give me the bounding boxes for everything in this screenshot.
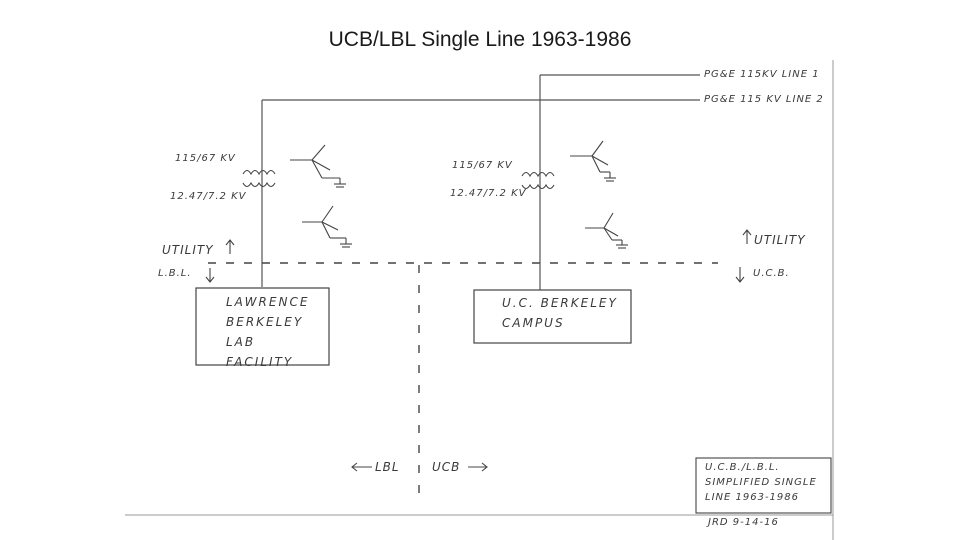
divider-arrow-left <box>351 462 372 472</box>
feeder-line-1 <box>539 74 700 100</box>
ucb-transformer-primary-rating: 115/67 KV <box>452 160 513 171</box>
feeder-line-2-label: PG&E 115 KV LINE 2 <box>704 94 824 105</box>
title-block <box>695 457 832 514</box>
ucb-ground-switch-upper <box>570 140 616 182</box>
ucb-campus-label: U.C. BERKELEY CAMPUS <box>502 296 618 330</box>
boundary-right-owner-label: U.C.B. <box>753 268 790 279</box>
lbl-transformer-primary-rating: 115/67 KV <box>175 153 236 164</box>
lbl-ground-switch-lower <box>302 205 352 248</box>
boundary-left-utility-label: UTILITY <box>162 243 214 257</box>
lbl-facility-label: LAWRENCE BERKELEY LAB FACILITY <box>226 295 310 369</box>
divider-arrow-right <box>468 462 488 472</box>
title-block-line-3: LINE 1963-1986 <box>705 492 800 503</box>
title-block-line-2: SIMPLIFIED SINGLE <box>705 477 817 488</box>
lbl-ground-switch-upper <box>290 144 346 188</box>
divider-lbl-label: LBL <box>375 460 400 474</box>
divider-ucb-label: UCB <box>432 460 461 474</box>
ucb-transformer <box>521 171 555 190</box>
title-block-line-1: U.C.B./L.B.L. <box>705 462 780 473</box>
ucb-ground-switch-lower <box>585 212 628 249</box>
boundary-arrow-left <box>205 239 235 283</box>
lbl-facility-box <box>195 287 330 366</box>
ucb-campus-box <box>473 289 632 344</box>
boundary-arrow-right <box>735 229 752 283</box>
boundary-right-utility-label: UTILITY <box>754 233 806 247</box>
title-block-signature: JRD 9-14-16 <box>708 517 779 528</box>
lbl-transformer-secondary-rating: 12.47/7.2 KV <box>170 191 247 202</box>
slide-title: UCB/LBL Single Line 1963-1986 <box>328 28 632 51</box>
lbl-transformer <box>242 169 276 188</box>
feeder-line-1-label: PG&E 115KV LINE 1 <box>704 69 820 80</box>
boundary-left-owner-label: L.B.L. <box>158 268 192 279</box>
ucb-transformer-secondary-rating: 12.47/7.2 KV <box>450 188 527 199</box>
